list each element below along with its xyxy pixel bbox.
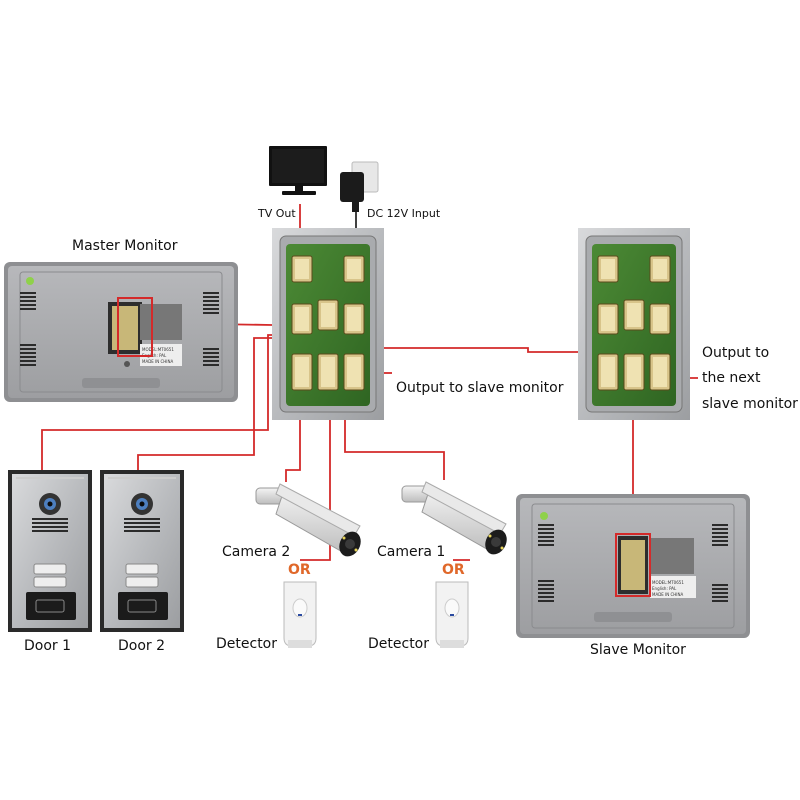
master-monitor: MODEL:MT0651 English: PAL MADE IN CHINA — [4, 262, 238, 402]
slave-board-ports — [597, 255, 671, 391]
camera-1-label: Camera 1 — [377, 544, 445, 560]
slave-sticker-line2: English: PAL — [652, 586, 677, 591]
power-adapter-icon — [340, 161, 379, 212]
dc-input-label: DC 12V Input — [367, 207, 441, 220]
main-board-ports — [291, 255, 365, 391]
door-port-socket — [601, 307, 615, 331]
output-port-socket — [653, 357, 667, 387]
tv-out-port-socket — [601, 259, 615, 279]
slave-monitor-label: Slave Monitor — [590, 642, 686, 658]
detector-2-icon — [283, 581, 317, 648]
door-port-socket — [295, 307, 309, 331]
camera-port-socket — [601, 357, 615, 387]
camera-port-socket — [295, 357, 309, 387]
detector-1-label: Detector — [368, 636, 429, 652]
camera-1-icon — [401, 481, 507, 555]
power-port-socket — [653, 259, 667, 279]
door-1-station — [8, 470, 92, 632]
output-next-label-3: slave monitor — [702, 396, 798, 412]
slave-port-highlight — [615, 533, 651, 597]
slave-sticker-line3: MADE IN CHINA — [652, 592, 683, 597]
power-port-socket — [347, 259, 361, 279]
slave-monitor: MODEL:MT0651 English: PAL MADE IN CHINA — [516, 494, 750, 638]
output-next-label-2: the next — [702, 370, 761, 386]
door-port-socket — [347, 307, 361, 331]
tv-out-label: TV Out — [257, 207, 296, 220]
master-sticker-line1: MODEL:MT0651 — [142, 347, 174, 352]
master-wiring-board — [272, 228, 384, 420]
master-port-highlight — [117, 297, 153, 357]
master-sticker-line2: English: PAL — [142, 353, 167, 358]
tv-out-port-socket — [295, 259, 309, 279]
door-2-label: Door 2 — [118, 638, 165, 654]
slave-sticker-line1: MODEL:MT0651 — [652, 580, 684, 585]
output-next-label-1: Output to — [702, 345, 769, 361]
camera-port-socket — [321, 357, 335, 387]
master-sticker-line3: MADE IN CHINA — [142, 359, 173, 364]
door-port-socket — [653, 307, 667, 331]
detector-2-label: Detector — [216, 636, 277, 652]
master-monitor-label: Master Monitor — [72, 238, 178, 254]
output-slave-label: Output to slave monitor — [396, 380, 564, 396]
door-2-station — [100, 470, 184, 632]
door-port-socket — [627, 303, 641, 327]
camera-2-label: Camera 2 — [222, 544, 290, 560]
output-port-socket — [347, 357, 361, 387]
detector-1-icon — [435, 581, 469, 648]
or-label-camera-1: OR — [442, 562, 465, 578]
tv-icon — [269, 146, 327, 195]
camera-2-icon — [255, 483, 361, 557]
door-1-label: Door 1 — [24, 638, 71, 654]
camera-port-socket — [627, 357, 641, 387]
slave-wiring-board — [578, 228, 690, 420]
door-port-socket — [321, 303, 335, 327]
or-label-camera-2: OR — [288, 562, 311, 578]
